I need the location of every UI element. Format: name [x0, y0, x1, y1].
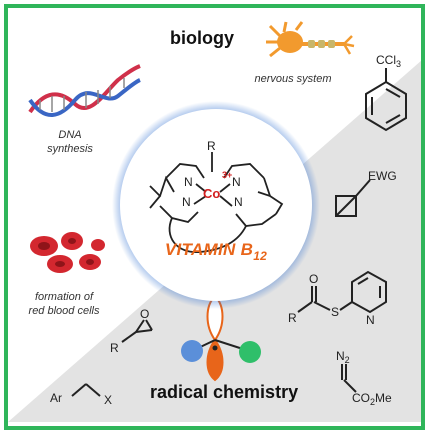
alkyl-halide-structure	[71, 383, 101, 397]
thioester-o-label: O	[309, 272, 318, 286]
thioester-r-label: R	[288, 311, 297, 325]
cobalt-charge-label: 3+	[222, 170, 232, 180]
dna-label-line1: DNA	[58, 129, 82, 141]
rbc-label-line2: red blood cells	[28, 305, 100, 317]
ccl3-label: CCl3	[376, 53, 401, 69]
center-circle	[120, 109, 312, 301]
n-label-top-right: N	[232, 175, 241, 189]
dna-helix-icon	[28, 64, 141, 117]
alkyl-x-label: X	[104, 393, 112, 407]
alkyl-ar-label: Ar	[50, 391, 62, 405]
epoxide-structure	[121, 319, 153, 343]
green-border	[4, 4, 425, 430]
benzene-ccl3-structure	[365, 68, 407, 132]
epoxide-r-label: R	[110, 341, 119, 355]
thioester-pyridine-structure	[297, 270, 387, 314]
center-r-label: R	[207, 139, 216, 153]
bicyclobutane-structure	[335, 179, 371, 217]
nervous-system-label: nervous system	[254, 73, 332, 85]
n-label-bottom-left: N	[182, 195, 191, 209]
ewg-label: EWG	[368, 169, 397, 183]
diazo-n2-label: N2	[336, 349, 350, 365]
corrin-ring-structure	[149, 152, 284, 253]
n-label-bottom-right: N	[234, 195, 243, 209]
neuron-icon	[266, 21, 355, 58]
vitamin-b12-title: VITAMIN B12	[164, 240, 268, 263]
pyridine-n-label: N	[366, 313, 375, 327]
thioester-s-label: S	[331, 305, 339, 319]
n-label-top-left: N	[184, 175, 193, 189]
red-blood-cells-icon	[30, 232, 105, 273]
diazo-ester-structure	[341, 364, 357, 393]
cobalt-label: Co	[203, 186, 220, 201]
rbc-label-line1: formation of	[34, 291, 94, 303]
dna-label-line2: synthesis	[47, 143, 93, 155]
biology-heading: biology	[170, 28, 234, 48]
diazo-ester-label: CO2Me	[352, 391, 392, 407]
radical-chemistry-heading: radical chemistry	[150, 382, 299, 402]
epoxide-o-label: O	[140, 307, 149, 321]
